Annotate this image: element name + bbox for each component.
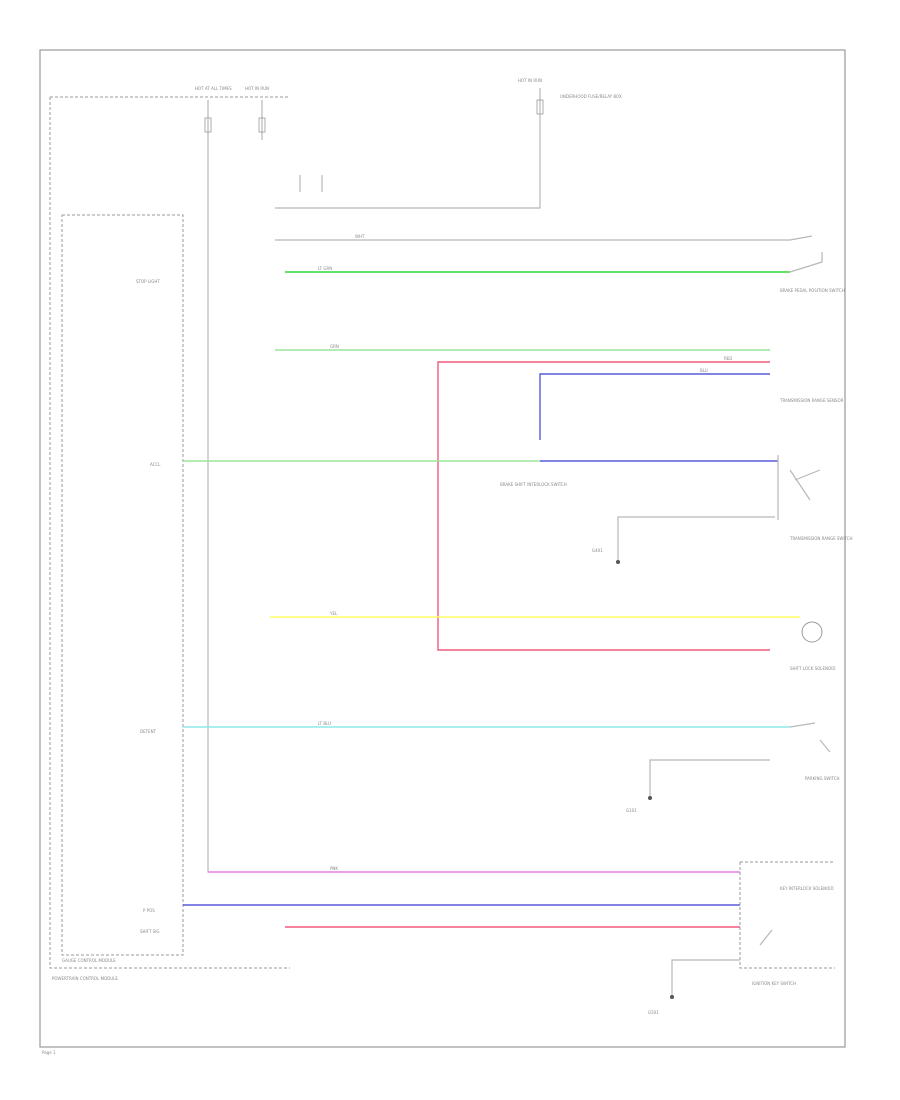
fuse-left-icon bbox=[204, 117, 212, 133]
parking-switch-symbol bbox=[789, 722, 831, 753]
ground-2-symbol bbox=[648, 796, 652, 800]
diagram-frame bbox=[39, 49, 846, 1048]
interlock-switch-label: BRAKE SHIFT INTERLOCK SWITCH bbox=[500, 482, 567, 487]
fuse-right-icon bbox=[536, 99, 544, 115]
wire-grn-label: GRN bbox=[330, 344, 339, 349]
module-outline bbox=[49, 96, 290, 969]
ground-2-label: G101 bbox=[626, 808, 637, 813]
wire-red-label: RED bbox=[724, 356, 732, 361]
fuse-block-note: UNDERHOOD FUSE/RELAY BOX bbox=[560, 94, 622, 99]
wire-blu-label: BLU bbox=[700, 368, 708, 373]
gear-position-label: TRANSMISSION RANGE SENSOR bbox=[779, 398, 844, 403]
pin-detent: DETENT bbox=[140, 729, 157, 734]
fuse-left-label: HOT AT ALL TIMES bbox=[195, 86, 232, 91]
shift-position-label: TRANSMISSION RANGE SWITCH bbox=[789, 536, 853, 541]
wire-red-loop bbox=[437, 361, 770, 651]
page-reference: Page 1 bbox=[42, 1050, 56, 1055]
ignition-switch-label: IGNITION KEY SWITCH bbox=[752, 981, 796, 986]
shift-position-symbol bbox=[777, 455, 821, 520]
ground-3-symbol bbox=[670, 995, 674, 999]
shift-lock-solenoid-label: SHIFT LOCK SOLENOID bbox=[790, 666, 835, 671]
ground-3-wire bbox=[671, 959, 740, 995]
fuse-mid-icon bbox=[258, 117, 266, 133]
parking-switch-label: PARKING SWITCH bbox=[805, 776, 840, 781]
ignition-switch-symbol bbox=[759, 929, 773, 946]
ground-1-symbol bbox=[616, 560, 620, 564]
brake-switch-symbol bbox=[789, 235, 823, 273]
fuse-left-wire bbox=[207, 100, 740, 873]
ground-1-wire bbox=[617, 516, 775, 560]
wire-wht-label: WHT bbox=[355, 234, 365, 239]
fuse-mid-label: HOT IN RUN bbox=[245, 86, 269, 91]
pin-shift-sig: SHIFT SIG bbox=[140, 929, 160, 934]
pin-accl: ACCL bbox=[150, 462, 161, 467]
fuse-right-wire bbox=[275, 88, 541, 209]
wire-lt-grn-label: LT GRN bbox=[318, 266, 332, 271]
wire-pnk-label: PNK bbox=[330, 866, 338, 871]
ground-2-wire bbox=[649, 759, 770, 796]
wire-yel-label: YEL bbox=[329, 611, 338, 616]
module-label: GAUGE CONTROL MODULE bbox=[62, 958, 116, 963]
pin-stop-light: STOP LIGHT bbox=[136, 279, 160, 284]
inner-module-outline bbox=[61, 214, 184, 956]
ignition-switch-box bbox=[739, 861, 835, 969]
ground-1-label: G401 bbox=[592, 548, 603, 553]
ground-3-label: G501 bbox=[648, 1010, 659, 1015]
pin-p-pos2: P POS bbox=[143, 908, 155, 913]
shift-lock-solenoid-symbol bbox=[801, 621, 823, 643]
key-solenoid-label: KEY INTERLOCK SOLENOID bbox=[780, 886, 834, 891]
brake-switch-label: BRAKE PEDAL POSITION SWITCH bbox=[780, 288, 845, 293]
connector-symbol-1 bbox=[299, 175, 323, 192]
wire-blu-vertical bbox=[539, 373, 770, 440]
module-note: POWERTRAIN CONTROL MODULE bbox=[52, 976, 118, 981]
wire-lt-blu-label: LT BLU bbox=[318, 721, 331, 726]
fuse-right-label: HOT IN RUN bbox=[518, 78, 542, 83]
